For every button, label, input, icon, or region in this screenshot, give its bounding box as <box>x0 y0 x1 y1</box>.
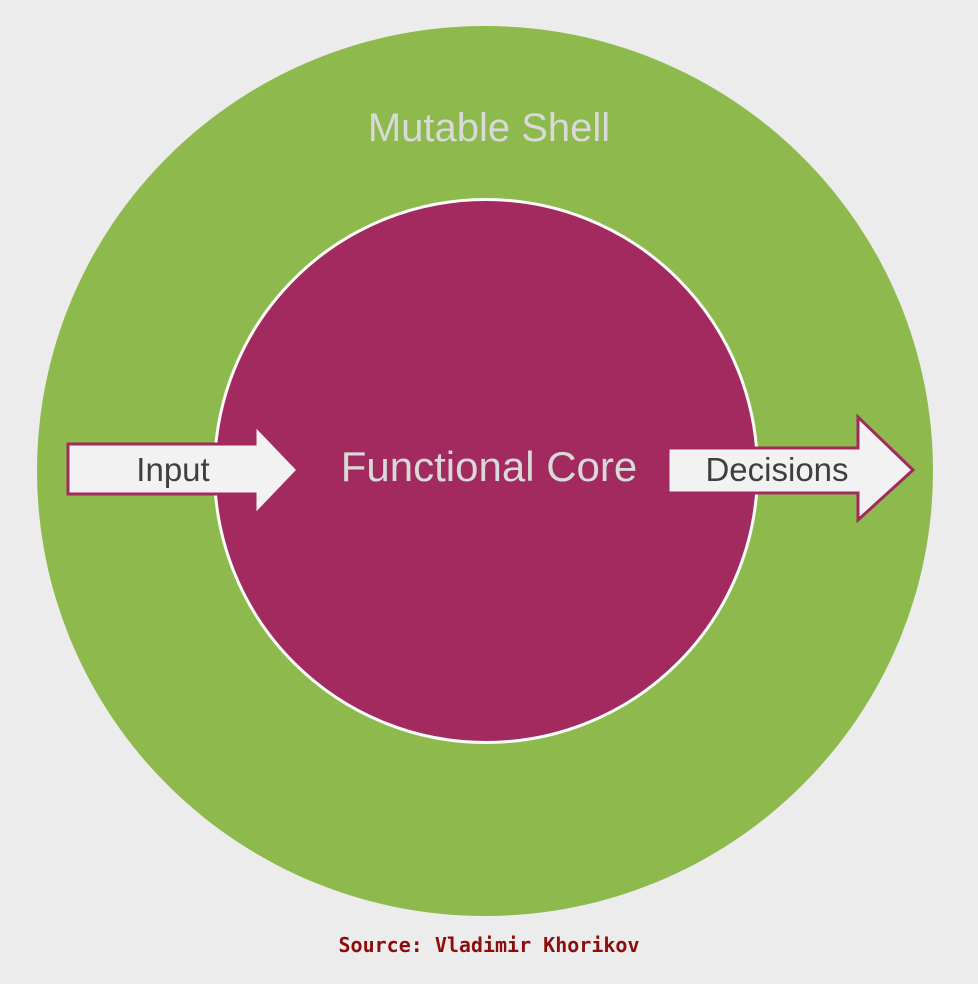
input-arrow <box>66 421 301 519</box>
source-caption: Source: Vladimir Khorikov <box>338 933 640 957</box>
decisions-arrow-label: Decisions <box>705 451 849 488</box>
decisions-arrow <box>666 413 916 524</box>
mutable-shell-label: Mutable Shell <box>367 106 611 150</box>
input-arrow-label: Input <box>136 451 210 488</box>
functional-core-label: Functional Core <box>340 443 638 490</box>
